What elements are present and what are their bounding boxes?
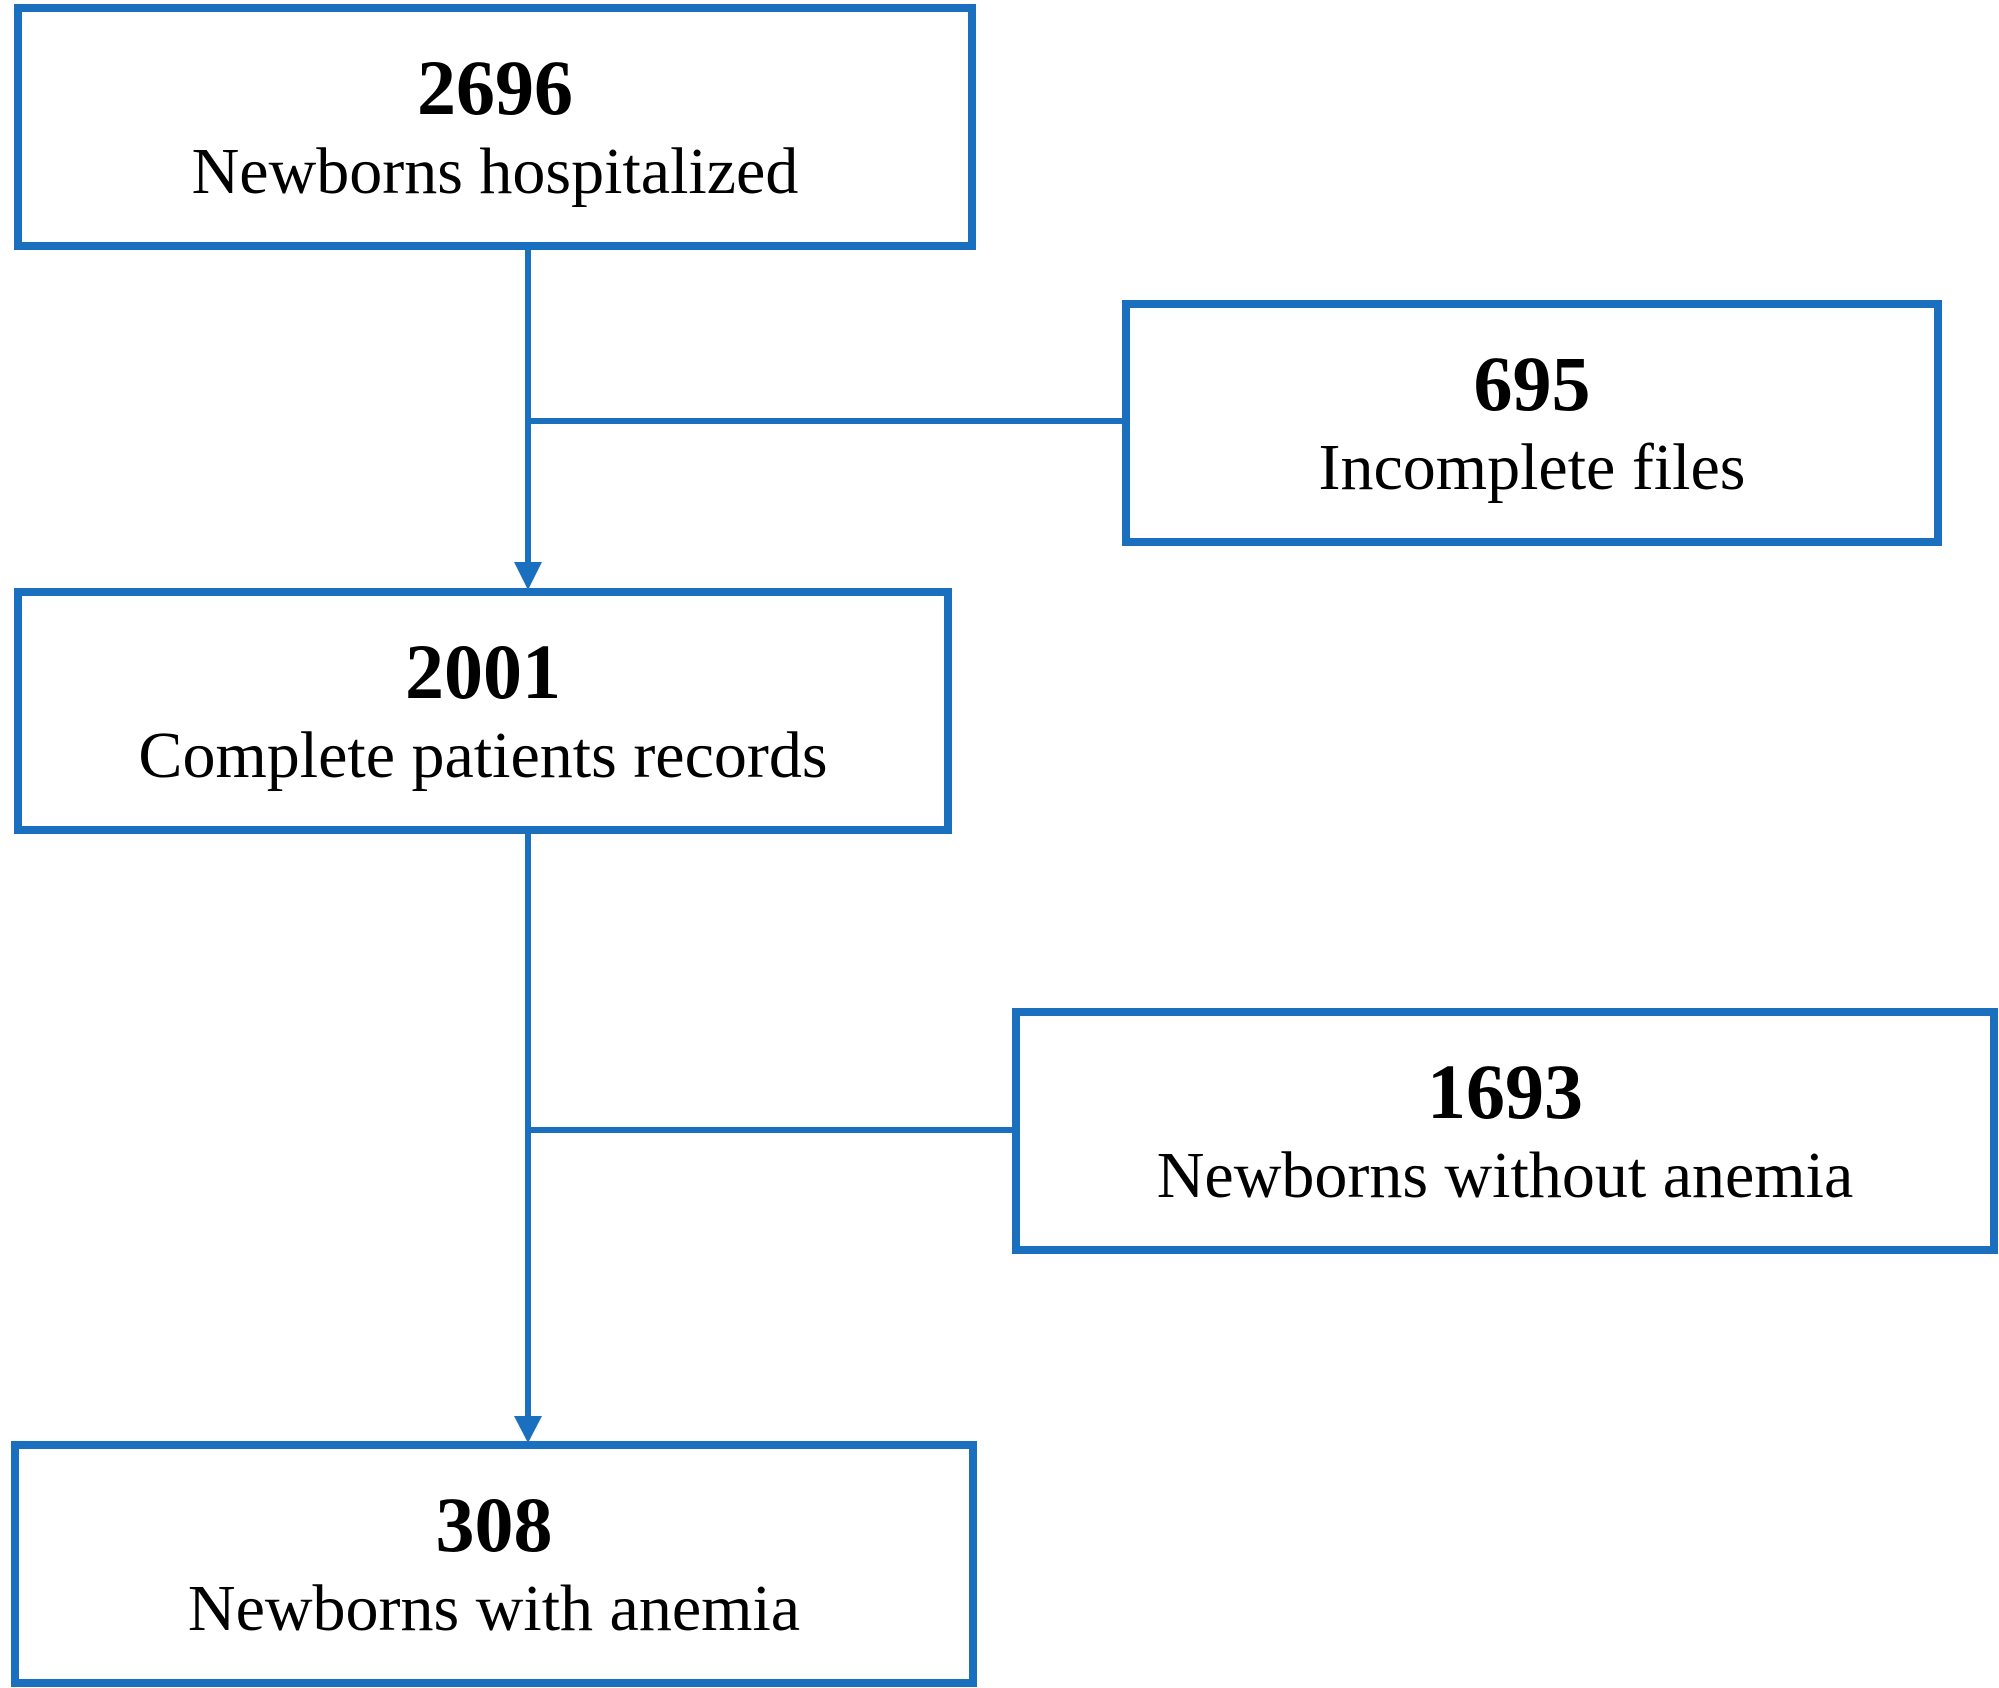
label-incomplete: Incomplete files — [1318, 431, 1746, 504]
box-newborns-without-anemia: 1693 Newborns without anemia — [1012, 1008, 1998, 1254]
count-anemia: 308 — [435, 1481, 553, 1568]
count-complete: 2001 — [405, 628, 561, 715]
label-complete: Complete patients records — [138, 719, 828, 792]
count-hospitalized: 2696 — [417, 44, 573, 131]
label-anemia: Newborns with anemia — [187, 1572, 801, 1645]
arrowhead-to-complete — [514, 562, 542, 590]
box-newborns-hospitalized: 2696 Newborns hospitalized — [14, 4, 976, 250]
box-newborns-with-anemia: 308 Newborns with anemia — [11, 1441, 977, 1687]
box-incomplete-files: 695 Incomplete files — [1122, 300, 1942, 546]
arrowhead-to-anemia — [514, 1416, 542, 1443]
count-incomplete: 695 — [1473, 340, 1591, 427]
box-complete-records: 2001 Complete patients records — [14, 588, 952, 834]
count-no-anemia: 1693 — [1427, 1048, 1583, 1135]
label-hospitalized: Newborns hospitalized — [191, 135, 799, 208]
label-no-anemia: Newborns without anemia — [1156, 1139, 1854, 1212]
